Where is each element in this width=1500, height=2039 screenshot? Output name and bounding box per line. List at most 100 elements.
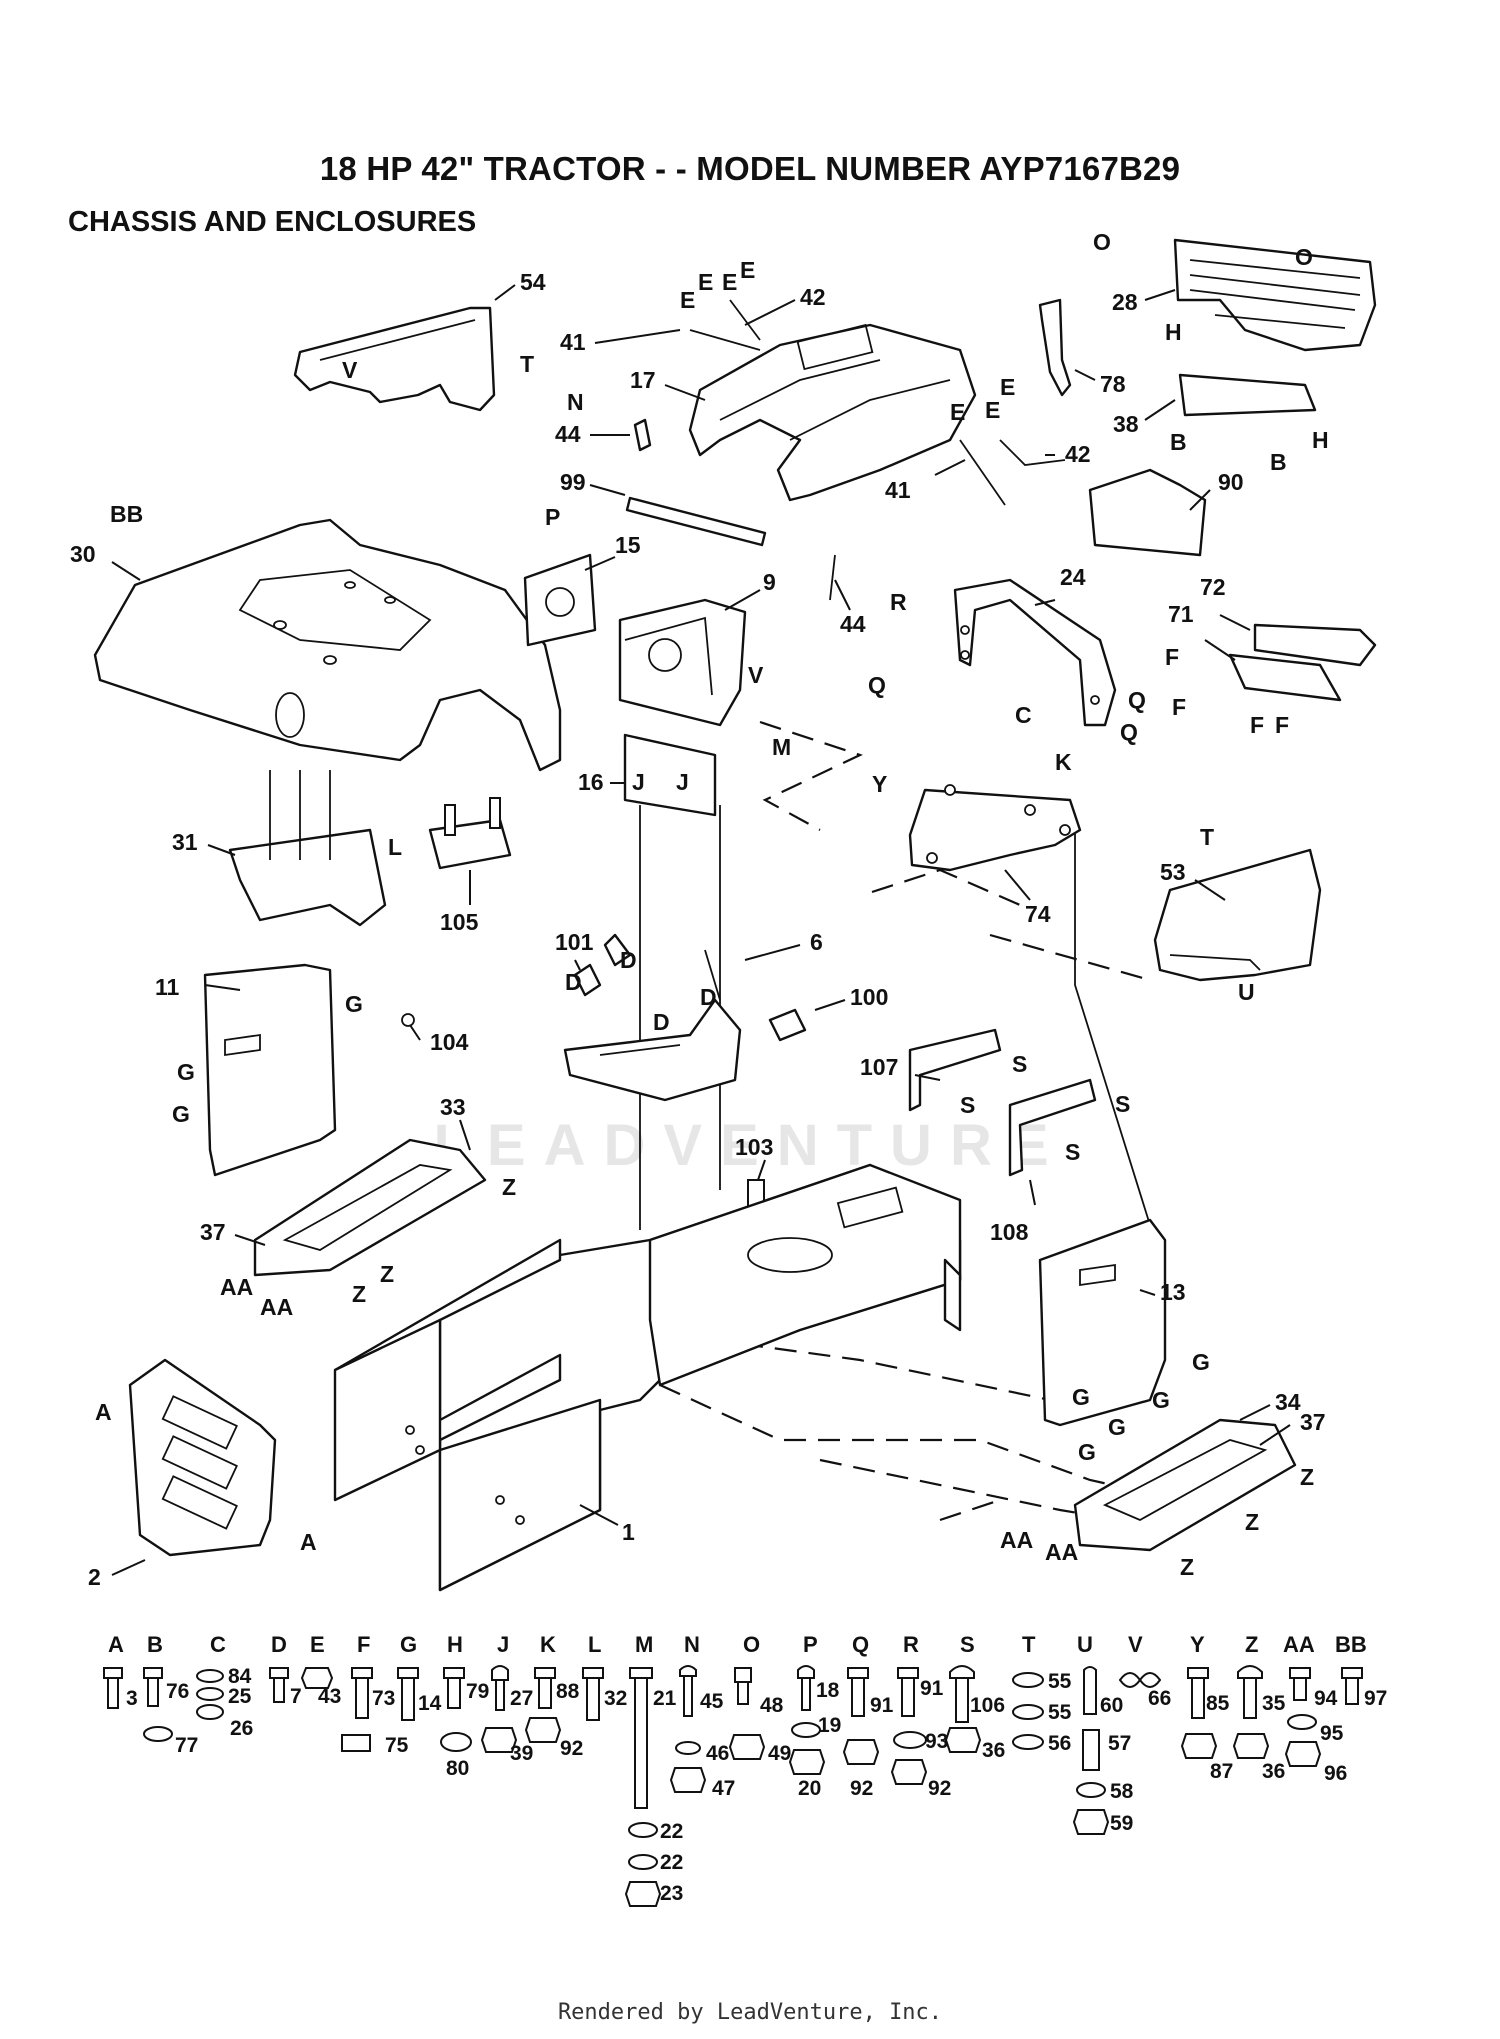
ref-letter: E bbox=[740, 257, 755, 283]
callout-71: 71 bbox=[1168, 601, 1194, 627]
hw-num-80: 80 bbox=[446, 1757, 469, 1780]
leader-lines bbox=[111, 284, 1291, 1576]
callout-90: 90 bbox=[1218, 469, 1244, 495]
part-15-plate bbox=[523, 553, 597, 647]
hw-num-92: 92 bbox=[560, 1737, 583, 1760]
hw-num-47: 47 bbox=[712, 1777, 735, 1800]
callout-101: 101 bbox=[555, 929, 594, 955]
watermark: LEADVENTURE bbox=[433, 1113, 1067, 1178]
hw-num-57: 57 bbox=[1108, 1732, 1131, 1755]
part-99-bar bbox=[625, 496, 767, 547]
hw-num-21: 21 bbox=[653, 1687, 677, 1710]
hw-num-92: 92 bbox=[850, 1777, 873, 1800]
ref-letter: G bbox=[345, 991, 363, 1017]
callout-42: 42 bbox=[1065, 441, 1091, 467]
ref-letter: G bbox=[1108, 1414, 1126, 1440]
hw-num-45: 45 bbox=[700, 1690, 724, 1713]
callout-37: 37 bbox=[1300, 1409, 1326, 1435]
ref-letter: B bbox=[1270, 449, 1287, 475]
callout-28: 28 bbox=[1112, 289, 1138, 315]
hw-num-36: 36 bbox=[982, 1739, 1005, 1762]
ref-letter: E bbox=[698, 269, 713, 295]
ref-letter: K bbox=[1055, 749, 1072, 775]
part-101-100-clamps bbox=[573, 933, 807, 1042]
ref-letter: Q bbox=[1120, 719, 1138, 745]
hw-num-49: 49 bbox=[768, 1742, 791, 1765]
ref-letter: N bbox=[567, 389, 584, 415]
part-2-guard bbox=[128, 1358, 277, 1557]
ref-letter: F bbox=[1165, 644, 1179, 670]
part-105-pad bbox=[428, 797, 512, 870]
hw-num-23: 23 bbox=[660, 1882, 683, 1905]
hw-num-93: 93 bbox=[925, 1730, 948, 1753]
hardware-numbers: 3 76 77 84 25 26 7 43 73 75 14 79 80 27 … bbox=[126, 1665, 1387, 1905]
hardware-legend: A B C D E F G H J K L M N O P Q R S T U bbox=[103, 1632, 1387, 1907]
hw-col-Z: Z bbox=[1245, 1632, 1258, 1657]
hw-col-AA: AA bbox=[1283, 1632, 1315, 1657]
ref-letter: J bbox=[676, 769, 689, 795]
ref-letter: AA bbox=[260, 1294, 293, 1320]
part-9-dash-housing bbox=[618, 598, 747, 727]
hardware-glyphs bbox=[103, 1665, 1363, 1907]
hw-num-73: 73 bbox=[372, 1687, 395, 1710]
hw-num-3: 3 bbox=[126, 1687, 138, 1710]
ref-letter: D bbox=[700, 984, 717, 1010]
part-54-dash-panel bbox=[293, 306, 496, 412]
callout-41: 41 bbox=[885, 477, 911, 503]
ref-letter: G bbox=[1078, 1439, 1096, 1465]
hw-col-F: F bbox=[357, 1632, 370, 1657]
part-33-37-footrest-left bbox=[253, 1138, 487, 1277]
callout-78: 78 bbox=[1100, 371, 1126, 397]
hw-col-M: M bbox=[635, 1632, 653, 1657]
ref-letter: F bbox=[1172, 694, 1186, 720]
part-90-shield bbox=[1088, 468, 1207, 557]
hw-num-77: 77 bbox=[175, 1734, 198, 1757]
part-78-bracket bbox=[1038, 298, 1072, 397]
part-38-plate bbox=[1178, 373, 1317, 417]
ref-letter: J bbox=[632, 769, 645, 795]
callout-9: 9 bbox=[763, 569, 776, 595]
part-107-108-brackets bbox=[908, 1028, 1097, 1177]
callout-99: 99 bbox=[560, 469, 586, 495]
hw-col-BB: BB bbox=[1335, 1632, 1367, 1657]
ref-letter: G bbox=[172, 1101, 190, 1127]
hw-col-P: P bbox=[803, 1632, 818, 1657]
callout-30: 30 bbox=[70, 541, 96, 567]
hw-col-L: L bbox=[588, 1632, 601, 1657]
hw-col-A: A bbox=[108, 1632, 124, 1657]
hw-num-95: 95 bbox=[1320, 1722, 1344, 1745]
ref-letter: E bbox=[950, 399, 965, 425]
ref-letter: M bbox=[772, 734, 791, 760]
callout-41: 41 bbox=[560, 329, 586, 355]
part-17-hood bbox=[688, 323, 977, 502]
hw-num-91: 91 bbox=[870, 1694, 894, 1717]
hw-num-94: 94 bbox=[1314, 1687, 1338, 1710]
part-104-grommet bbox=[401, 1013, 415, 1027]
hw-num-92: 92 bbox=[928, 1777, 951, 1800]
ref-letter: L bbox=[388, 834, 402, 860]
callout-108: 108 bbox=[990, 1219, 1029, 1245]
hw-col-K: K bbox=[540, 1632, 556, 1657]
ref-letter: G bbox=[1072, 1384, 1090, 1410]
callout-74: 74 bbox=[1025, 901, 1051, 927]
hw-num-106: 106 bbox=[970, 1694, 1005, 1717]
ref-letter: F bbox=[1250, 712, 1264, 738]
hw-num-79: 79 bbox=[466, 1680, 489, 1703]
ref-letter: AA bbox=[1045, 1539, 1078, 1565]
callout-1: 1 bbox=[622, 1519, 635, 1545]
part-72-71-guards bbox=[1228, 623, 1377, 702]
hw-col-N: N bbox=[684, 1632, 700, 1657]
callout-104: 104 bbox=[430, 1029, 469, 1055]
part-6-bracket bbox=[563, 949, 742, 1102]
hw-col-G: G bbox=[400, 1632, 417, 1657]
ref-letter: B bbox=[1170, 429, 1187, 455]
callout-24: 24 bbox=[1060, 564, 1086, 590]
ref-letter: A bbox=[300, 1529, 317, 1555]
ref-letter: Z bbox=[380, 1261, 394, 1287]
ref-letter: S bbox=[1012, 1051, 1027, 1077]
callout-38: 38 bbox=[1113, 411, 1139, 437]
callout-16: 16 bbox=[578, 769, 604, 795]
callout-44: 44 bbox=[840, 611, 866, 637]
ref-letter: Z bbox=[1180, 1554, 1194, 1580]
